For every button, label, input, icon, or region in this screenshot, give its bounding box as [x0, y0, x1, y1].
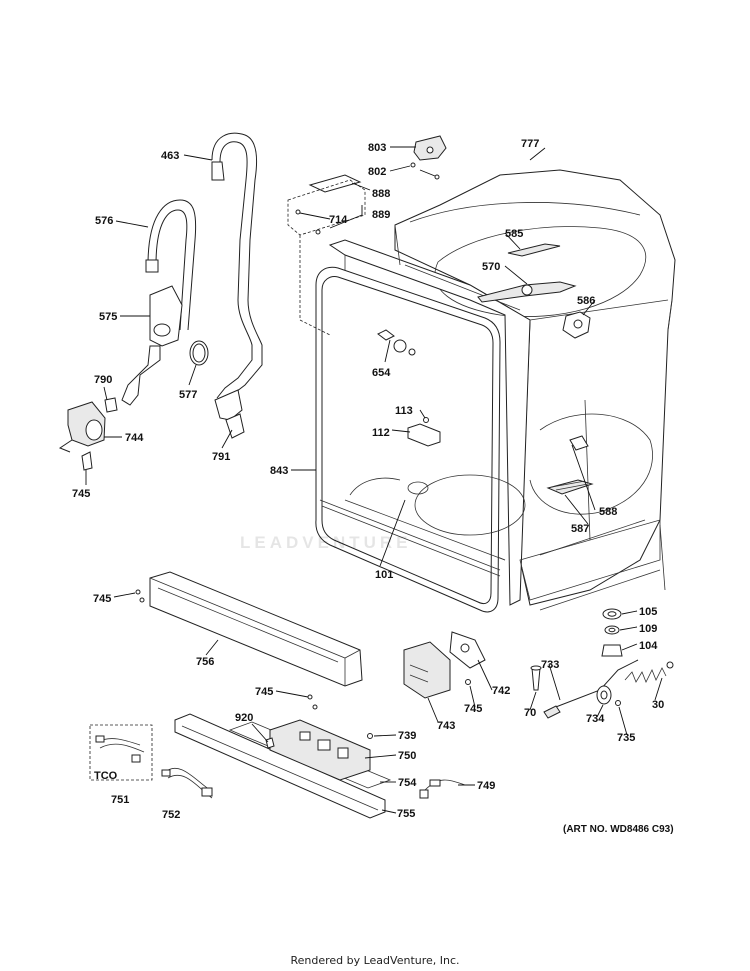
- screw-739: [367, 733, 373, 739]
- callout-714: 714: [329, 214, 348, 226]
- sump-101: [344, 474, 526, 561]
- callout-735: 735: [617, 732, 635, 744]
- callout-888: 888: [372, 188, 390, 200]
- part-587-588: [546, 435, 594, 495]
- part-586: [562, 311, 591, 339]
- callout-101: 101: [375, 569, 393, 581]
- callout-756: 756: [196, 656, 214, 668]
- upper-spray-arm: [477, 243, 577, 303]
- tub-bottom-rail: [319, 499, 666, 611]
- callout-742: 742: [492, 685, 510, 697]
- callout-70: 70: [524, 707, 536, 719]
- screws-745d: [307, 694, 318, 710]
- watermark: LEADVENTURE: [240, 533, 412, 552]
- callout-tco: TCO: [94, 770, 118, 782]
- door-gasket: [315, 266, 501, 613]
- footer-credit: Rendered by LeadVenture, Inc.: [290, 954, 460, 967]
- callout-920: 920: [235, 712, 253, 724]
- callout-889: 889: [372, 209, 390, 221]
- dash-714: [299, 235, 331, 336]
- harness-751: [89, 724, 153, 781]
- callout-755: 755: [397, 808, 415, 820]
- callout-791: 791: [212, 451, 230, 463]
- screw-745c: [465, 679, 471, 685]
- foot-104: [601, 644, 623, 657]
- harness-752: [161, 767, 213, 799]
- callout-745: 745: [255, 686, 273, 698]
- part-802-screws: [410, 162, 440, 180]
- callout-labels: 463 576 575 577 790 744 745 791 803 802 …: [72, 138, 664, 821]
- part-575: [121, 285, 183, 406]
- callout-570: 570: [482, 261, 500, 273]
- callout-104: 104: [639, 640, 658, 652]
- callout-588: 588: [599, 506, 617, 518]
- callout-575: 575: [99, 311, 117, 323]
- callout-752: 752: [162, 809, 180, 821]
- part-112-113: [407, 417, 441, 447]
- part-888: [287, 174, 366, 236]
- callout-105: 105: [639, 606, 657, 618]
- callout-654: 654: [372, 367, 391, 379]
- spring-30: [624, 661, 674, 683]
- callout-777: 777: [521, 138, 539, 150]
- callout-733: 733: [541, 659, 559, 671]
- callout-743: 743: [437, 720, 455, 732]
- tray-755: [174, 713, 386, 819]
- harness-749: [419, 779, 466, 799]
- callout-802: 802: [368, 166, 386, 178]
- callout-576: 576: [95, 215, 113, 227]
- callout-739: 739: [398, 730, 416, 742]
- callout-586: 586: [577, 295, 595, 307]
- pulley-734: [596, 685, 612, 705]
- callout-587: 587: [571, 523, 589, 535]
- part-742: [449, 631, 486, 669]
- callout-30: 30: [652, 699, 664, 711]
- callout-751: 751: [111, 794, 129, 806]
- ring-577: [189, 340, 209, 366]
- screw-735: [615, 700, 621, 706]
- callout-585: 585: [505, 228, 523, 240]
- hose-463: [211, 132, 263, 406]
- callout-790: 790: [94, 374, 112, 386]
- callout-112: 112: [372, 427, 390, 439]
- washer-105: [602, 608, 622, 620]
- control-board-750: [269, 719, 371, 781]
- callout-843: 843: [270, 465, 288, 477]
- toe-kick-756: [149, 571, 363, 687]
- callout-113: 113: [395, 405, 413, 417]
- callout-734: 734: [586, 713, 605, 725]
- callout-750: 750: [398, 750, 416, 762]
- part-920: [265, 737, 275, 749]
- part-654: [377, 329, 416, 356]
- part-743: [403, 641, 451, 699]
- callout-754: 754: [398, 777, 417, 789]
- callout-803: 803: [368, 142, 386, 154]
- hose-791-end: [214, 389, 245, 439]
- callout-463: 463: [161, 150, 179, 162]
- callout-749: 749: [477, 780, 495, 792]
- water-valve-744: [58, 397, 118, 471]
- callout-745: 745: [464, 703, 482, 715]
- callout-109: 109: [639, 623, 657, 635]
- screws-745b: [135, 589, 145, 603]
- leveling-leg-70: [530, 665, 542, 691]
- leader-lines: [85, 146, 663, 814]
- callout-744: 744: [125, 432, 144, 444]
- callout-745: 745: [93, 593, 111, 605]
- callout-577: 577: [179, 389, 197, 401]
- art-number: (ART NO. WD8486 C93): [563, 824, 674, 835]
- cable-733: [543, 659, 639, 719]
- callout-745: 745: [72, 488, 90, 500]
- part-803: [413, 135, 447, 161]
- washer-109: [604, 625, 620, 635]
